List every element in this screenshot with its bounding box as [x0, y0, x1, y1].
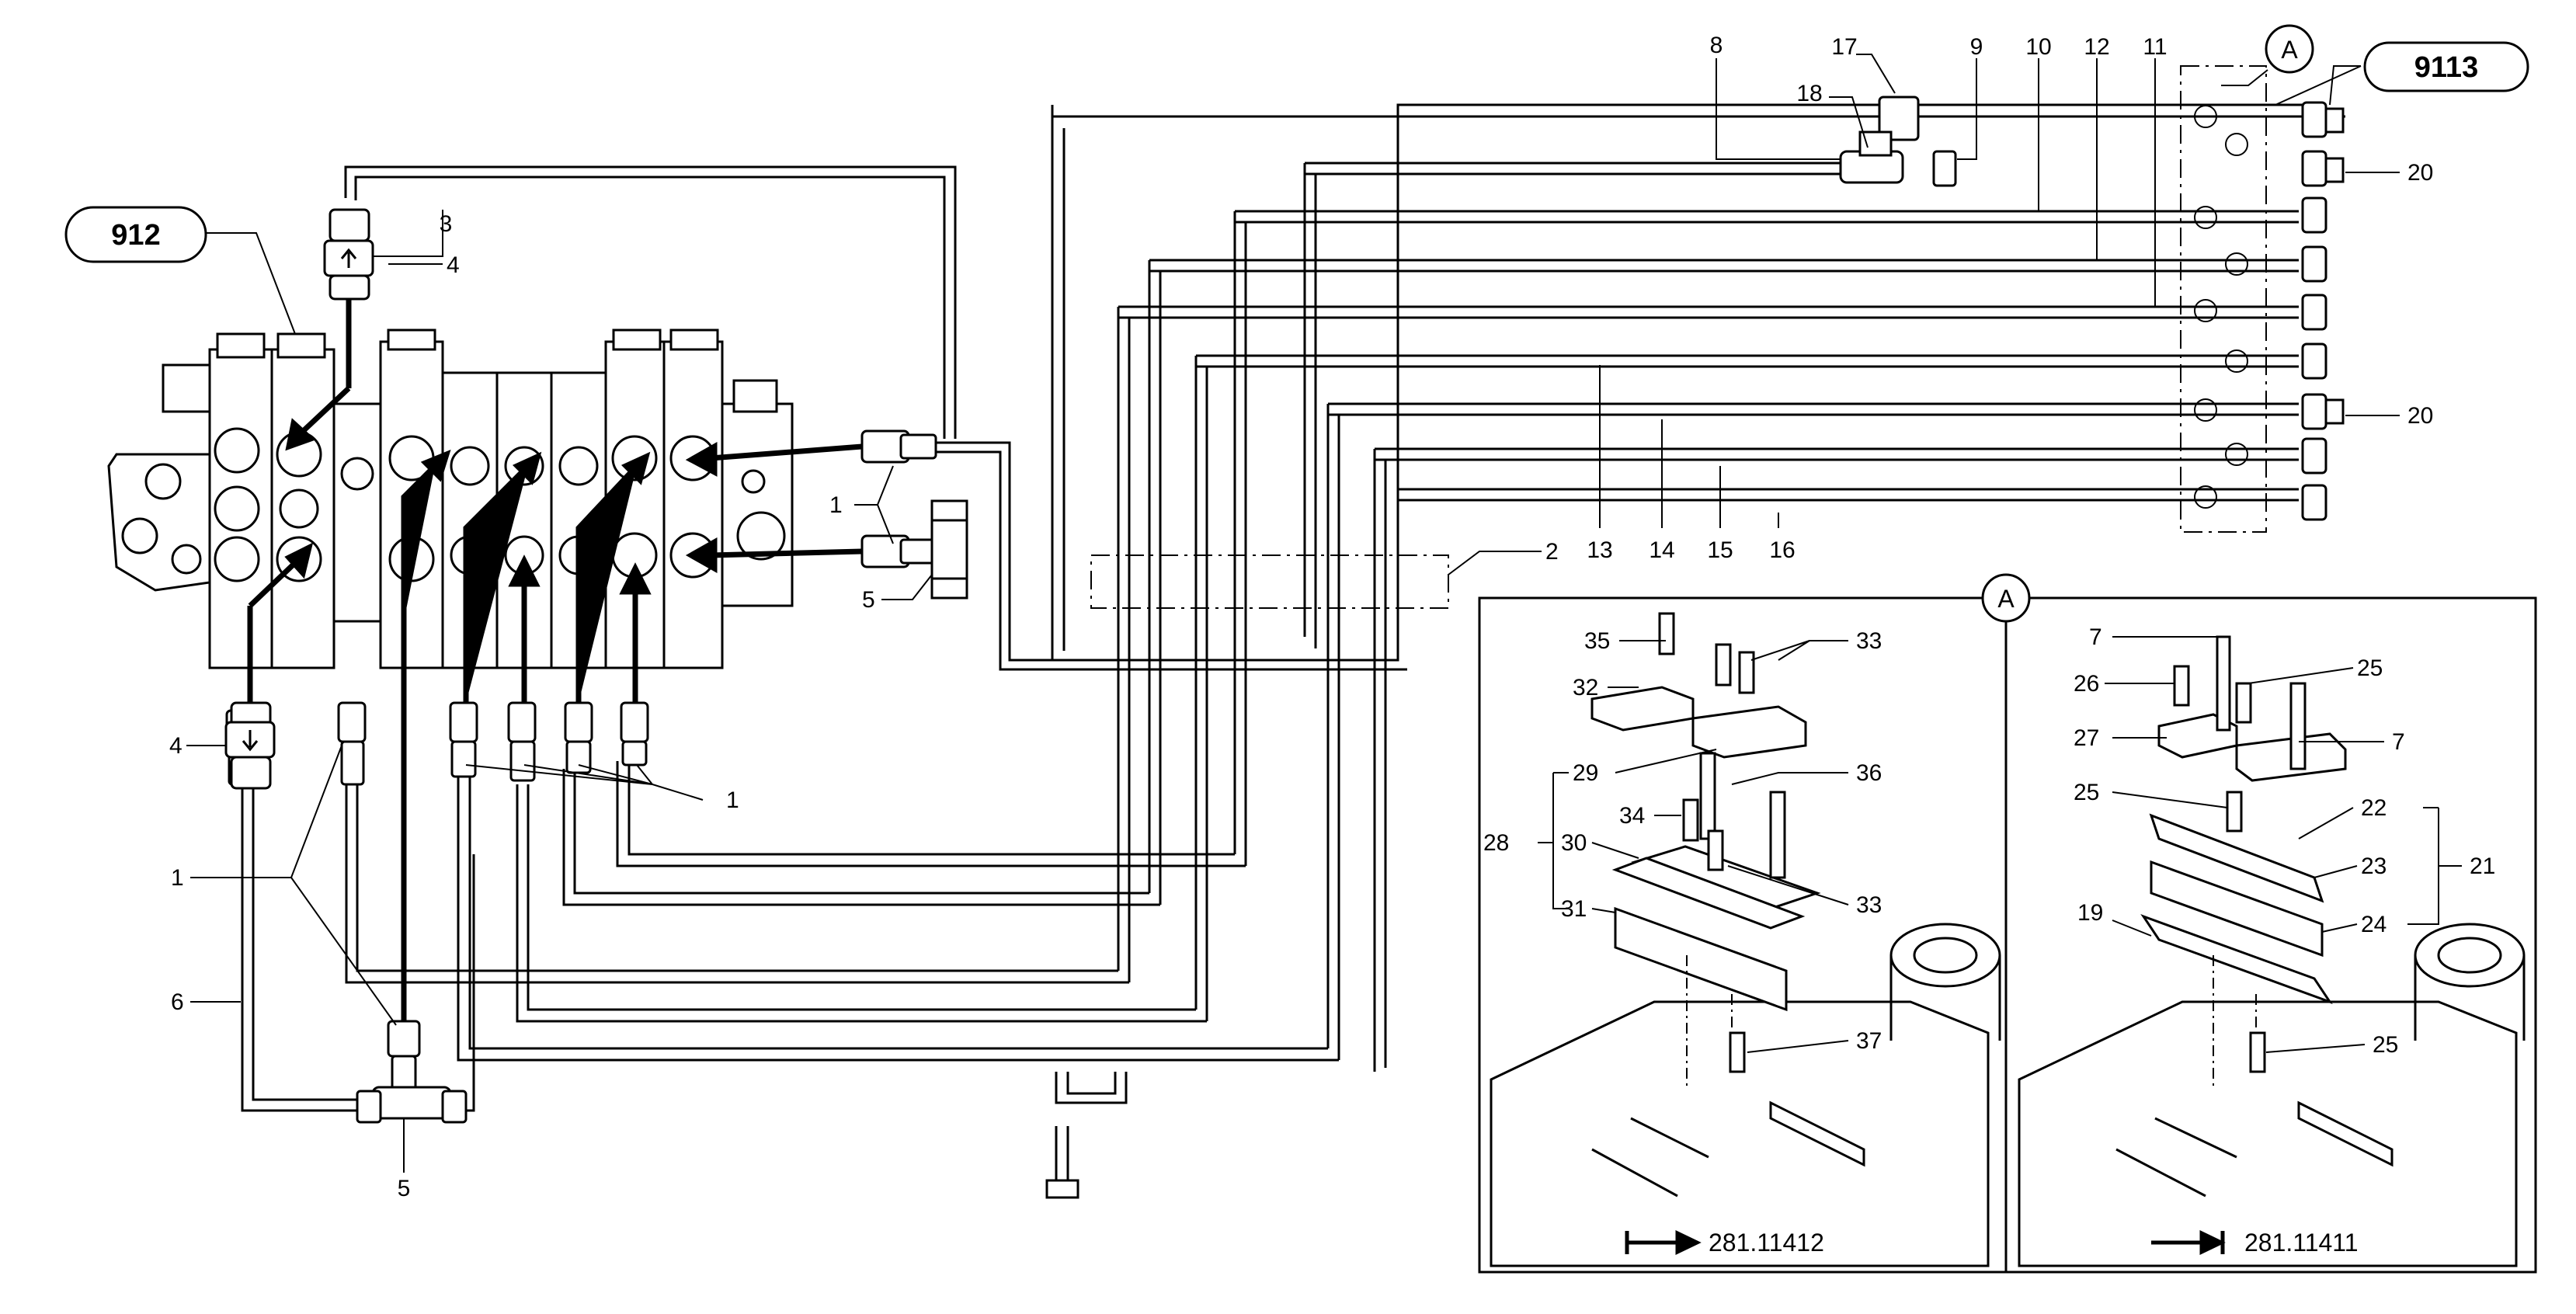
label-31: 31 — [1561, 896, 1587, 922]
label-35: 35 — [1584, 628, 1610, 654]
hose-clamp-outline — [1090, 554, 1449, 609]
hose-bundle — [241, 103, 2345, 1199]
label-13: 13 — [1587, 537, 1612, 563]
label-23: 23 — [2361, 853, 2387, 879]
view-tag-label: A — [1997, 585, 2015, 613]
label-28: 28 — [1483, 830, 1509, 856]
range-end-arrow-icon — [2151, 1230, 2226, 1255]
label-5-right: 5 — [862, 587, 875, 613]
detail-marker-circle — [2265, 24, 2314, 74]
range-start-arrow-icon — [1625, 1230, 1702, 1255]
label-27: 27 — [2074, 725, 2099, 751]
label-24: 24 — [2361, 912, 2387, 937]
label-1-right: 1 — [829, 492, 843, 518]
label-7-top: 7 — [2089, 624, 2102, 650]
detail-marker-label: A — [2281, 36, 2298, 64]
bulkhead-circles — [2194, 105, 2248, 509]
section-lines — [1686, 955, 2257, 1087]
label-8: 8 — [1710, 33, 1723, 58]
label-15: 15 — [1707, 537, 1733, 563]
label-37: 37 — [1856, 1028, 1882, 1054]
label-22: 22 — [2361, 795, 2387, 821]
tee-fitting-top — [1839, 96, 1957, 187]
label-16: 16 — [1769, 537, 1795, 563]
tee-fitting-right — [860, 429, 968, 600]
label-7-right: 7 — [2392, 729, 2405, 755]
label-25-mid: 25 — [2074, 780, 2099, 805]
label-17: 17 — [1831, 34, 1857, 60]
label-5-bottom: 5 — [398, 1176, 411, 1201]
label-4-bottom: 4 — [169, 733, 183, 759]
clamp-assembly-right — [2018, 635, 2526, 1267]
ref-912-label: 912 — [111, 219, 160, 252]
label-4-top: 4 — [447, 252, 460, 278]
tee-fitting-bottom — [356, 1020, 468, 1124]
flow-arrows — [247, 299, 863, 1021]
label-6: 6 — [171, 989, 184, 1015]
label-25-bottom: 25 — [2373, 1032, 2398, 1058]
label-19: 19 — [2077, 900, 2103, 926]
port-fittings-lower — [225, 701, 649, 786]
right-end-fittings — [2301, 101, 2345, 521]
label-3: 3 — [440, 211, 453, 237]
label-26: 26 — [2074, 671, 2099, 697]
control-valve-bank — [107, 328, 794, 669]
label-14: 14 — [1649, 537, 1674, 563]
detail-a-outline — [2180, 65, 2267, 533]
label-32: 32 — [1573, 675, 1598, 700]
label-12: 12 — [2084, 34, 2109, 60]
leader-lines — [186, 54, 2462, 1173]
label-20-top: 20 — [2407, 160, 2433, 186]
label-34: 34 — [1619, 803, 1645, 829]
ref-9113-label: 9113 — [2414, 51, 2478, 84]
label-33-bottom: 33 — [1856, 892, 1882, 918]
ref-box-912 — [64, 206, 207, 263]
label-9: 9 — [1970, 34, 1983, 60]
label-30: 30 — [1561, 830, 1587, 856]
view-tag-circle — [1981, 573, 2031, 623]
label-33-top: 33 — [1856, 628, 1882, 654]
check-valve-top — [323, 208, 374, 301]
label-2: 2 — [1545, 539, 1559, 565]
check-valve-bottom — [224, 701, 276, 790]
label-1-left: 1 — [171, 865, 184, 891]
label-20-bottom: 20 — [2407, 403, 2433, 429]
label-36: 36 — [1856, 760, 1882, 786]
label-29: 29 — [1573, 760, 1598, 786]
label-21: 21 — [2470, 853, 2495, 879]
label-25-top: 25 — [2357, 655, 2383, 681]
ref-box-9113 — [2363, 41, 2529, 92]
label-10: 10 — [2025, 34, 2051, 60]
clamp-assembly-left — [1490, 612, 2001, 1267]
label-1-bottom: 1 — [726, 787, 739, 813]
label-11: 11 — [2143, 34, 2167, 60]
caption-right: 281.11411 — [2244, 1229, 2359, 1257]
label-18: 18 — [1796, 81, 1822, 106]
callout-numbers: 3 4 4 1 6 5 1 1 5 2 13 14 15 16 8 17 18 … — [169, 33, 2495, 1201]
caption-left: 281.11412 — [1709, 1229, 1824, 1257]
